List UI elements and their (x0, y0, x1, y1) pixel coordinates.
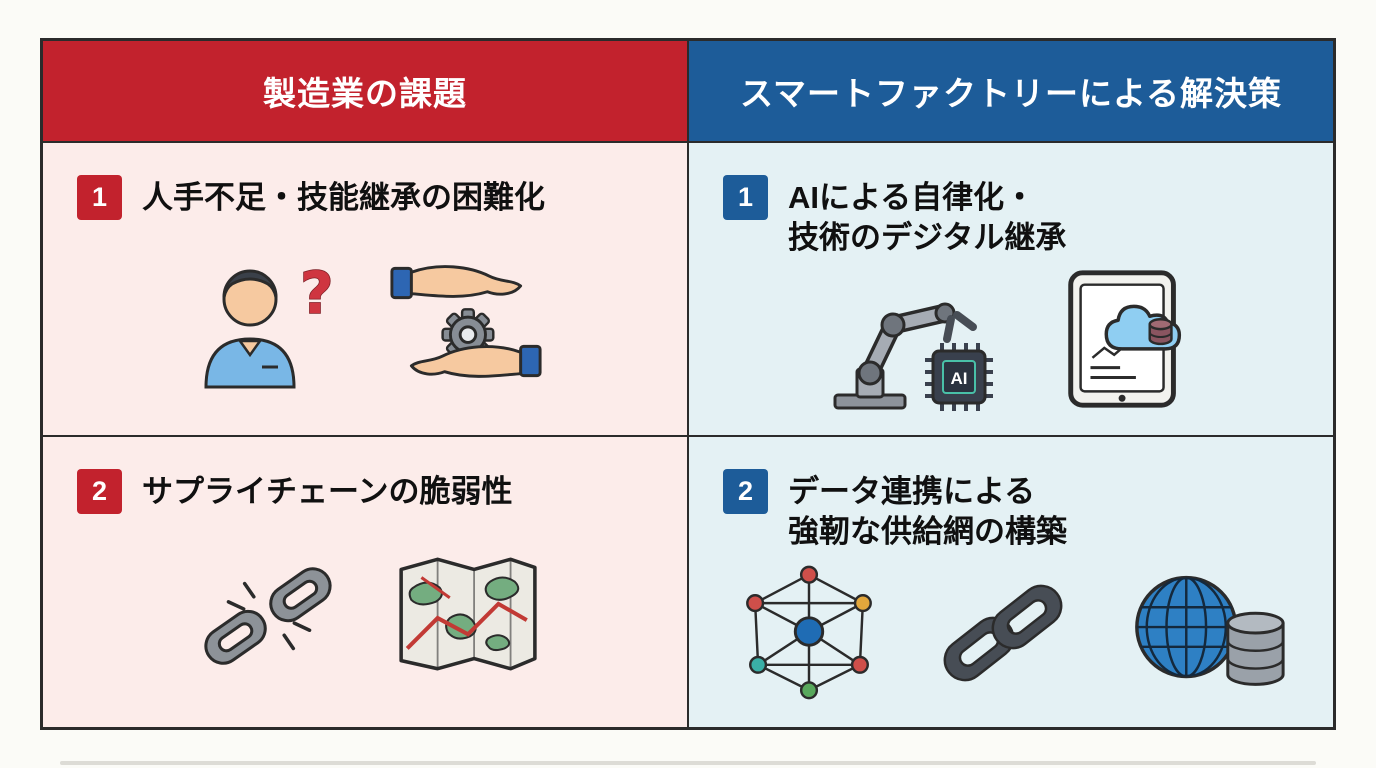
solution-2-title: データ連携による 強靭な供給網の構築 (788, 474, 1067, 550)
solution-1-icons: AI (723, 257, 1305, 415)
solution-item-2: 2 データ連携による 強靭な供給網の構築 (689, 437, 1333, 727)
comparison-table: 製造業の課題 スマートファクトリーによる解決策 1 人手不足・技能継承の困難化 … (40, 38, 1336, 730)
ai-chip-label: AI (951, 369, 968, 388)
tablet-cloud-icon (1068, 270, 1182, 408)
challenge-1-heading: 1 人手不足・技能継承の困難化 (77, 175, 659, 220)
solution-2-icons (723, 552, 1305, 707)
broken-chain-icon (204, 566, 332, 665)
challenge-item-2: 2 サプライチェーンの脆弱性 (43, 437, 687, 727)
challenge-2-title: サプライチェーンの脆弱性 (142, 474, 513, 510)
world-map-icon (399, 557, 537, 671)
svg-text:?: ? (300, 259, 334, 327)
challenge-1-title: 人手不足・技能継承の困難化 (142, 180, 545, 215)
challenge-1-icons: ? (77, 220, 659, 415)
solutions-header-label: スマートファクトリーによる解決策 (739, 75, 1283, 112)
robot-arm-ai-chip-icon: AI (833, 302, 993, 412)
challenge-2-icons (77, 514, 659, 707)
solutions-header: スマートファクトリーによる解決策 (689, 41, 1333, 141)
solution-item-1: 1 AIによる自律化・ 技術のデジタル継承 (689, 143, 1333, 436)
number-badge: 1 (723, 175, 768, 220)
network-graph-icon (746, 565, 872, 700)
challenge-2-heading: 2 サプライチェーンの脆弱性 (77, 469, 659, 515)
hands-gear-icon (390, 264, 542, 378)
solution-1-title: AIによる自律化・ 技術のデジタル継承 (788, 180, 1067, 255)
bottom-caption-line (60, 761, 1316, 765)
solution-1-heading: 1 AIによる自律化・ 技術のデジタル継承 (723, 175, 1305, 257)
globe-database-icon (1135, 576, 1285, 687)
challenges-header: 製造業の課題 (43, 41, 687, 141)
number-badge: 2 (723, 469, 768, 515)
chain-link-icon (943, 585, 1063, 682)
challenge-item-1: 1 人手不足・技能継承の困難化 ? (43, 143, 687, 436)
solution-2-heading: 2 データ連携による 強靭な供給網の構築 (723, 469, 1305, 551)
number-badge: 1 (77, 175, 122, 220)
worker-question-icon: ? (204, 258, 334, 389)
number-badge: 2 (77, 469, 122, 515)
challenges-header-label: 製造業の課題 (263, 75, 467, 112)
